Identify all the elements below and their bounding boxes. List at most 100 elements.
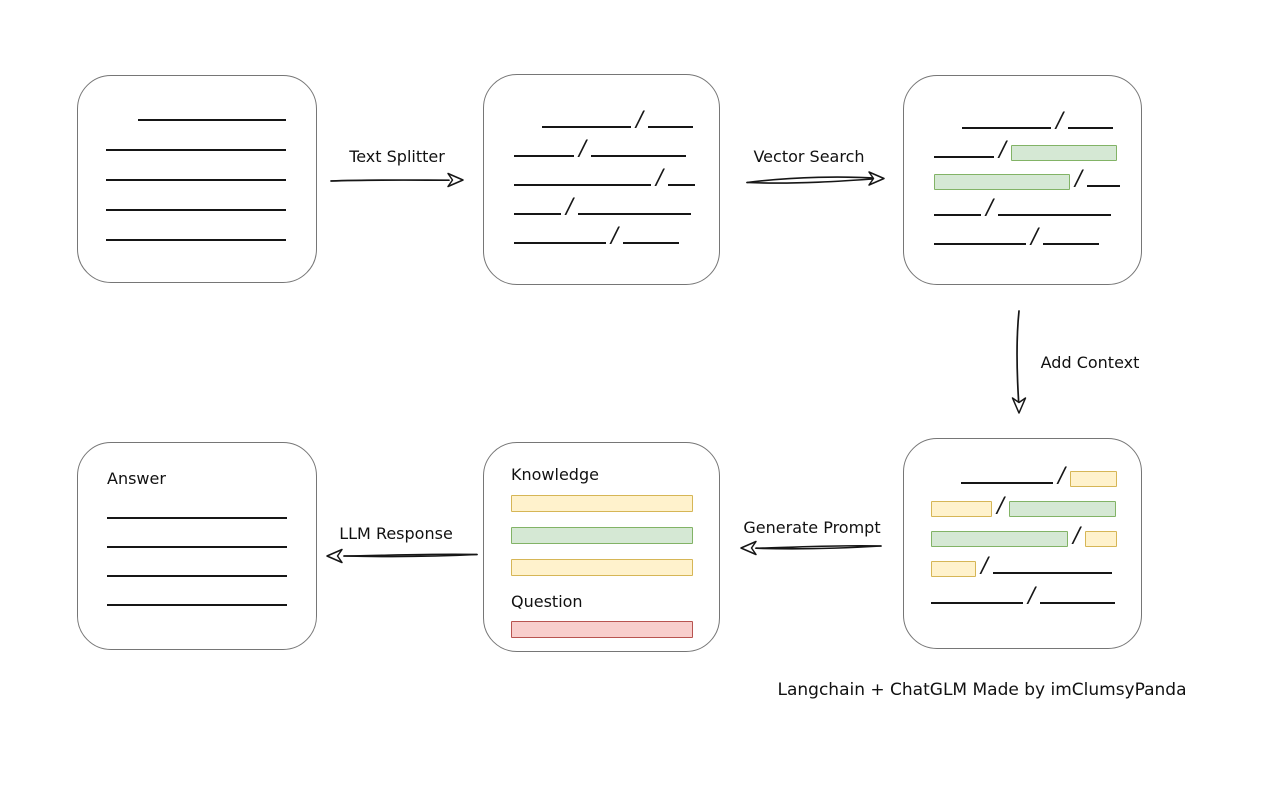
slash-separator: / — [1056, 108, 1064, 132]
text-line — [648, 126, 694, 128]
text-line — [993, 572, 1113, 574]
slash-separator: / — [1028, 583, 1036, 607]
text-line — [962, 127, 1051, 129]
text-fragment-row: / — [931, 484, 1131, 517]
llm-response-arrow — [326, 548, 478, 564]
slash-separator: / — [636, 107, 644, 131]
text-fragment-row: / — [511, 157, 709, 189]
text-fragment-row: / — [931, 158, 1131, 190]
text-line — [934, 156, 994, 158]
slash-separator: / — [981, 553, 989, 577]
text-line — [514, 184, 651, 186]
slash-separator: / — [997, 493, 1005, 517]
text-fragment-row: / — [931, 129, 1131, 161]
slash-separator: / — [1058, 463, 1066, 487]
yellow-bar — [511, 559, 693, 576]
text-line — [931, 602, 1023, 604]
red-bar — [511, 621, 693, 638]
question-label: Question — [511, 592, 583, 611]
green-bar — [511, 527, 693, 544]
add-context-arrow — [1011, 310, 1027, 414]
vector-search-label: Vector Search — [753, 147, 865, 166]
llm-response-label: LLM Response — [339, 524, 453, 543]
text-line — [138, 119, 286, 121]
answer-box: Answer — [77, 442, 317, 650]
text-line — [514, 155, 574, 157]
yellow-highlight-bar — [931, 561, 976, 577]
text-line — [107, 546, 287, 548]
slash-separator: / — [566, 194, 574, 218]
generate-prompt-arrow — [740, 540, 882, 556]
slash-separator: / — [656, 165, 664, 189]
text-line — [542, 126, 631, 128]
text-fragment-row: / — [931, 574, 1131, 607]
knowledge-label: Knowledge — [511, 465, 599, 484]
text-line — [934, 214, 981, 216]
knowledge-bars — [511, 495, 693, 576]
yellow-bar — [511, 495, 693, 512]
text-line — [106, 149, 286, 151]
text-fragment-row: / — [511, 128, 709, 160]
prompt-box: Knowledge Question — [483, 442, 720, 652]
text-line — [934, 243, 1026, 245]
text-fragment-row: / — [931, 454, 1131, 487]
answer-label: Answer — [107, 469, 166, 488]
generate-prompt-label: Generate Prompt — [743, 518, 881, 537]
text-line — [668, 184, 696, 186]
text-line — [106, 179, 286, 181]
text-line — [107, 604, 287, 606]
text-line — [106, 209, 286, 211]
add-context-label: Add Context — [1040, 353, 1140, 372]
text-fragment-row: / — [511, 186, 709, 218]
slash-separator: / — [1075, 166, 1083, 190]
slash-separator: / — [1031, 224, 1039, 248]
green-highlight-bar — [931, 531, 1068, 547]
text-line — [1040, 602, 1116, 604]
yellow-highlight-bar — [931, 501, 992, 517]
text-splitter-arrow — [330, 172, 464, 188]
text-fragment-row: / — [931, 100, 1131, 132]
vector-search-arrow — [746, 171, 885, 186]
context-chunk-rows: ///// — [931, 454, 1131, 607]
vector-search-results-box: / / / / / — [903, 75, 1142, 285]
text-line — [107, 575, 287, 577]
text-fragment-row: / — [931, 514, 1131, 547]
yellow-highlight-bar — [1085, 531, 1118, 547]
text-line — [106, 239, 286, 241]
text-line — [998, 214, 1112, 216]
text-line — [578, 213, 692, 215]
question-bar — [511, 621, 693, 638]
text-line — [107, 517, 287, 519]
slash-separator: / — [986, 195, 994, 219]
source-document-box — [77, 75, 317, 283]
document-text-lines — [106, 119, 286, 269]
vector-match-rows: / / / / / — [931, 100, 1131, 248]
text-fragment-row: / — [931, 544, 1131, 577]
credit-caption: Langchain + ChatGLM Made by imClumsyPand… — [777, 680, 1187, 700]
text-line — [1043, 243, 1100, 245]
text-line — [1068, 127, 1114, 129]
text-fragment-row: / — [511, 99, 709, 131]
answer-text-lines — [107, 517, 287, 606]
text-fragment-row: / — [931, 216, 1131, 248]
text-line — [1087, 185, 1121, 187]
green-highlight-bar — [1011, 145, 1118, 161]
text-line — [591, 155, 687, 157]
slash-separator: / — [999, 137, 1007, 161]
green-highlight-bar — [934, 174, 1070, 190]
slash-separator: / — [611, 223, 619, 247]
text-line — [961, 482, 1053, 484]
split-chunks-box: / / / / / — [483, 74, 720, 285]
text-fragment-row: / — [931, 187, 1131, 219]
text-splitter-label: Text Splitter — [349, 147, 445, 166]
split-chunk-rows: / / / / / — [511, 99, 709, 247]
slash-separator: / — [579, 136, 587, 160]
prompt-content: Knowledge Question — [511, 465, 693, 638]
text-line — [514, 242, 606, 244]
text-line — [623, 242, 680, 244]
green-highlight-bar — [1009, 501, 1117, 517]
answer-content: Answer — [107, 469, 287, 633]
yellow-highlight-bar — [1070, 471, 1118, 487]
